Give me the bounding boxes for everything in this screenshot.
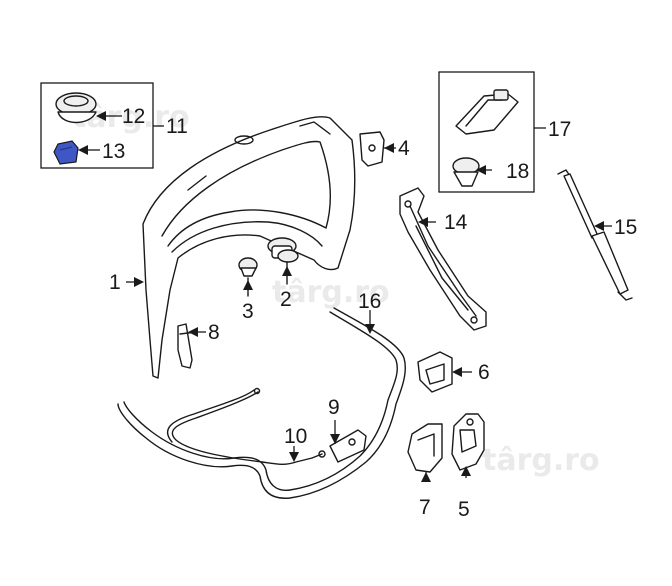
part-12-lens[interactable] [55, 92, 97, 124]
callout-14: 14 [444, 211, 468, 234]
callout-18: 18 [506, 160, 529, 183]
part-18-bulb[interactable] [452, 157, 492, 187]
part-14-hinge-arm[interactable] [399, 187, 487, 331]
callout-16: 16 [358, 290, 381, 313]
part-2-bump-stop[interactable] [267, 237, 299, 285]
callout-9: 9 [328, 396, 340, 419]
callout-arrows [78, 111, 604, 482]
part-8-bracket[interactable] [177, 323, 197, 369]
part-6-striker[interactable] [417, 351, 453, 393]
watermark-bottom-right: târg.ro [482, 443, 600, 478]
part-15-gas-strut[interactable] [557, 169, 633, 301]
callout-8: 8 [208, 321, 220, 344]
callout-7: 7 [419, 496, 431, 519]
part-17-lamp-box [438, 71, 546, 193]
part-10-release-cable[interactable] [166, 387, 326, 465]
part-1-hood-panel[interactable] [142, 116, 356, 379]
watermark-center: târg.ro [272, 275, 390, 310]
callout-6: 6 [478, 361, 490, 384]
callout-1: 1 [109, 271, 121, 294]
callout-11: 11 [166, 115, 188, 138]
callout-15: 15 [614, 216, 637, 239]
part-11-kit-box [40, 82, 164, 169]
part-7-latch-cover[interactable] [407, 423, 443, 482]
part-13-bulb-socket[interactable] [53, 140, 79, 165]
callout-3: 3 [242, 300, 254, 323]
callout-17: 17 [548, 118, 571, 141]
callout-2: 2 [280, 288, 292, 311]
part-3-clip[interactable] [238, 257, 258, 297]
callout-5: 5 [458, 498, 470, 521]
callout-13: 13 [102, 140, 125, 163]
callout-4: 4 [398, 137, 410, 160]
part-5-latch[interactable] [451, 413, 485, 478]
callout-12: 12 [122, 105, 145, 128]
callout-10: 10 [284, 425, 307, 448]
part-17-license-lamp[interactable] [455, 89, 519, 135]
